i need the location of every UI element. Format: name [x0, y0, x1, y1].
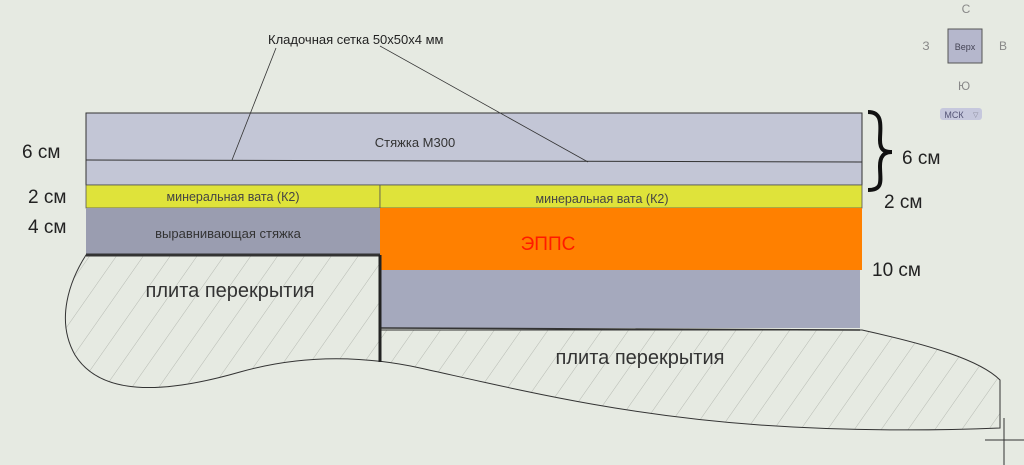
viewcube-north[interactable]: С	[962, 2, 971, 16]
slab-right-line	[379, 327, 861, 331]
viewcube-west[interactable]: З	[922, 39, 929, 53]
slab-left-label: плита перекрытия	[146, 280, 315, 302]
mesh-label: Кладочная сетка 50х50х4 мм	[268, 32, 444, 47]
brace	[867, 110, 893, 192]
leveling-label: выравнивающая стяжка	[155, 226, 302, 241]
screed-layer	[85, 112, 863, 186]
dim-right-wool: 2 см	[884, 192, 922, 213]
crosshair-cursor-icon	[985, 418, 1024, 465]
chevron-down-icon: ▽	[973, 112, 979, 119]
ucs-label: МСК	[944, 110, 964, 120]
viewcube-face[interactable]	[947, 28, 983, 64]
wool-right-label: минеральная вата (К2)	[536, 192, 669, 206]
ucs-button[interactable]	[940, 108, 982, 120]
leader-line	[231, 47, 277, 161]
leader-line	[379, 45, 589, 163]
viewcube[interactable]: С З Верх В Ю МСК ▽	[922, 2, 1007, 120]
dim-left-wool: 2 см	[28, 187, 66, 208]
viewcube-east[interactable]: В	[999, 39, 1007, 53]
dim-left-leveling: 4 см	[28, 217, 66, 238]
epps-layer	[380, 208, 862, 270]
screed-label: Стяжка М300	[375, 135, 455, 150]
slab-right-top	[380, 270, 860, 328]
dim-left-screed: 6 см	[22, 142, 60, 163]
wool-left-label: минеральная вата (К2)	[167, 190, 300, 204]
mesh-line	[85, 159, 863, 163]
viewcube-south[interactable]: Ю	[958, 79, 970, 93]
leveling-layer	[86, 208, 380, 255]
dim-right-screed: 6 см	[902, 148, 940, 169]
viewcube-face-label: Верх	[955, 42, 976, 52]
slab-outline	[64, 254, 1001, 431]
dim-right-epps: 10 см	[872, 260, 921, 281]
epps-label: ЭППС	[521, 234, 576, 255]
slab-right-label: плита перекрытия	[556, 347, 725, 369]
